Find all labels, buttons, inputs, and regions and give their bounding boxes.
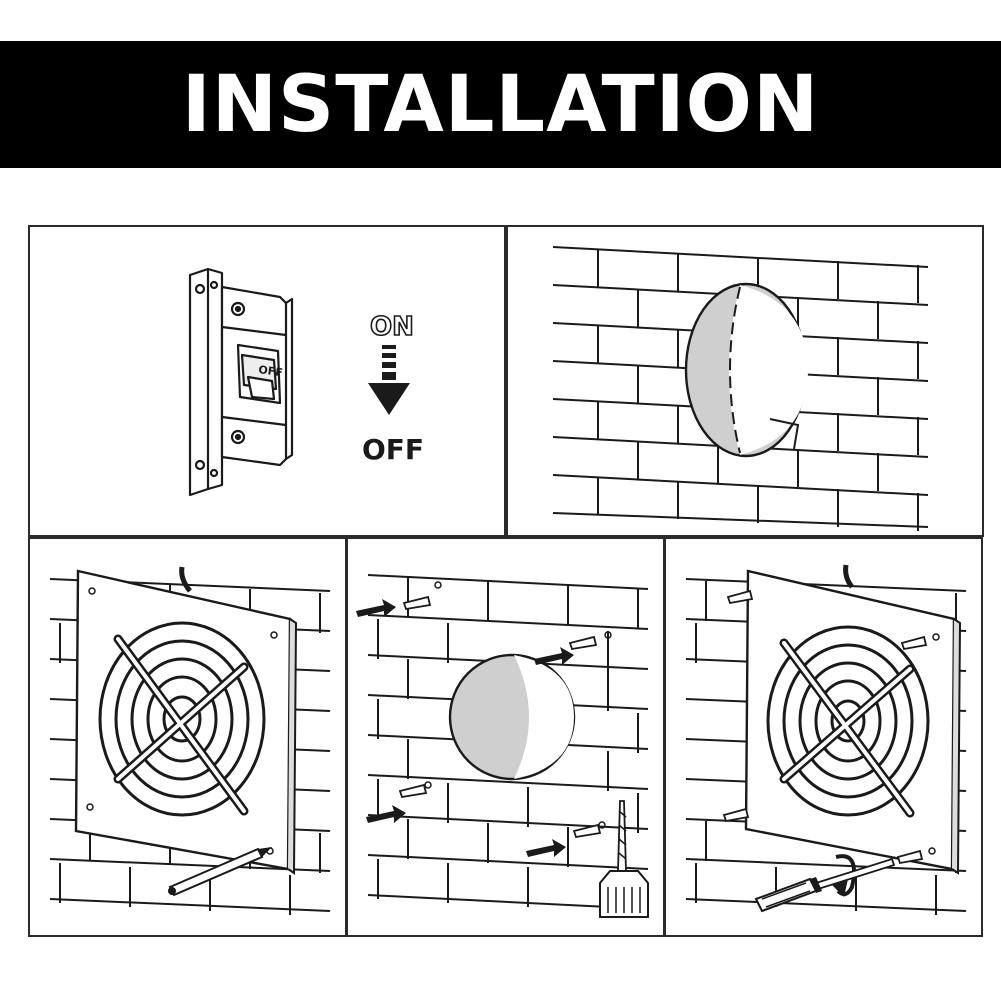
circuit-breaker-icon: OFF ON OFF [188, 267, 424, 497]
arrow-down-icon [368, 383, 410, 415]
arrow-right-icon [356, 599, 396, 617]
step-2-panel [506, 225, 984, 537]
step-4-panel [346, 537, 665, 937]
title-banner: INSTALLATION [0, 41, 1001, 168]
arrow-bottom-label: OFF [362, 433, 424, 466]
mark-screw-holes-icon [49, 566, 331, 915]
page-title: INSTALLATION [181, 59, 820, 150]
pencil-icon [168, 847, 272, 897]
step-3-panel [28, 537, 347, 937]
screwdriver-icon [754, 857, 896, 913]
step-5-panel [664, 537, 983, 937]
step-1-panel: OFF ON OFF [28, 225, 506, 537]
screw-fan-to-wall-icon [685, 564, 967, 915]
arrow-top-label: ON [370, 312, 414, 342]
switch-label: OFF [258, 363, 284, 379]
wall-hole-icon [552, 246, 929, 531]
drill-icon [599, 800, 649, 918]
drill-anchor-holes-icon [356, 574, 649, 918]
